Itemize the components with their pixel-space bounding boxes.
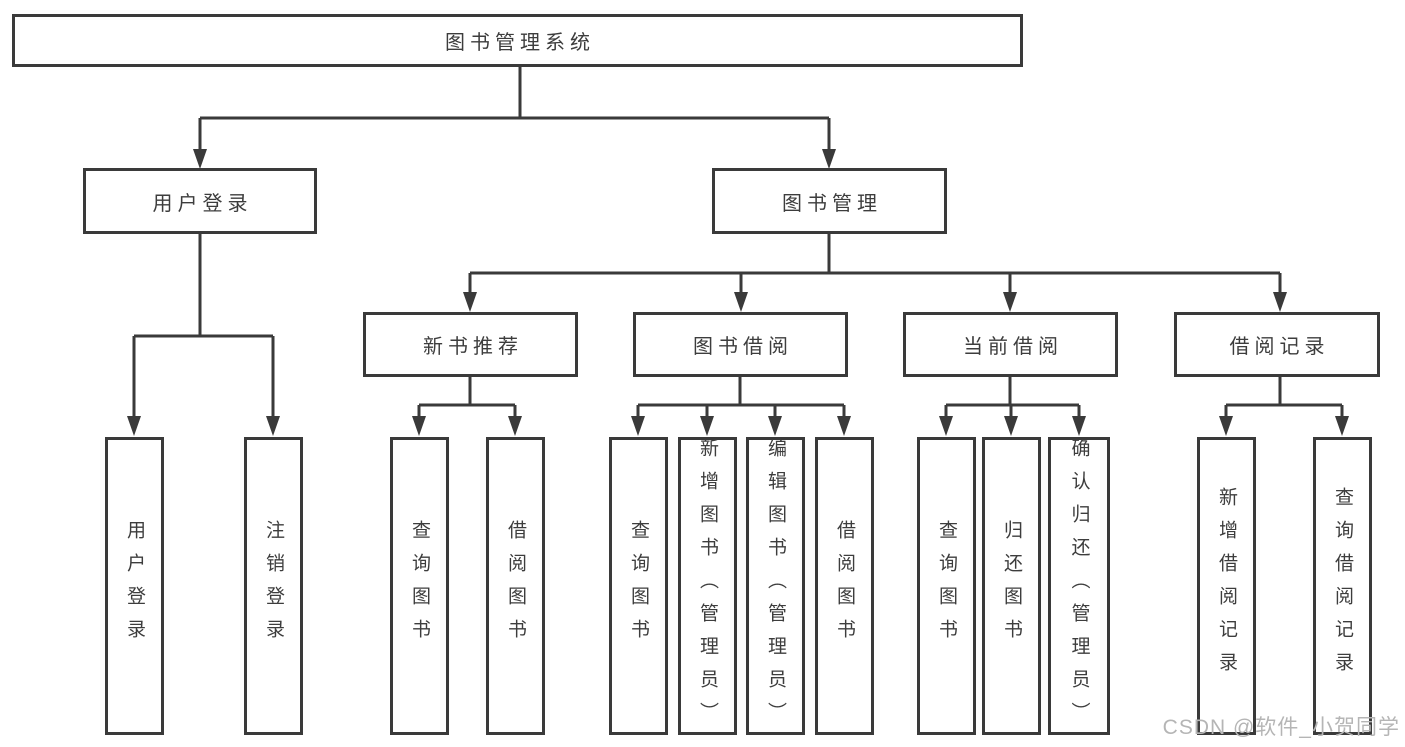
node-label: 图书借阅 [693, 336, 793, 358]
node-library-system-root: 图书管理系统 [12, 14, 1023, 67]
node-book-management: 图书管理 [712, 168, 947, 234]
node-user-login: 用户登录 [83, 168, 317, 234]
node-label: 当前借阅 [963, 336, 1063, 358]
leaf-query-books: 查询图书 [917, 437, 976, 735]
node-new-book-recommend: 新书推荐 [363, 312, 578, 377]
arrowhead-icon [1273, 292, 1287, 312]
leaf-borrow-books: 借阅图书 [486, 437, 545, 735]
arrowhead-icon [822, 149, 836, 169]
node-label: 借阅图书 [505, 520, 526, 652]
leaf-add-borrow-record: 新增借阅记录 [1197, 437, 1256, 735]
node-label: 用户登录 [152, 192, 253, 215]
node-label: 借阅记录 [1229, 336, 1330, 358]
arrowhead-icon [631, 416, 645, 436]
leaf-confirm-return-admin: 确认归还（管理员） [1048, 437, 1110, 735]
arrowheads [127, 149, 1349, 436]
node-label: 用户登录 [124, 520, 145, 652]
node-label: 借阅图书 [834, 520, 855, 652]
arrowhead-icon [700, 416, 714, 436]
node-label: 图书管理系统 [445, 32, 595, 54]
node-borrow-records: 借阅记录 [1174, 312, 1380, 377]
leaf-logout: 注销登录 [244, 437, 303, 735]
node-label: 新增图书（管理员） [697, 437, 718, 735]
leaf-query-books: 查询图书 [609, 437, 668, 735]
node-label: 查询借阅记录 [1332, 487, 1353, 685]
arrowhead-icon [508, 416, 522, 436]
arrowhead-icon [768, 416, 782, 436]
arrowhead-icon [1219, 416, 1233, 436]
arrowhead-icon [266, 416, 280, 436]
arrowhead-icon [734, 292, 748, 312]
node-book-borrowing: 图书借阅 [633, 312, 848, 377]
arrowhead-icon [463, 292, 477, 312]
node-label: 查询图书 [409, 520, 430, 652]
node-label: 注销登录 [263, 520, 284, 652]
arrowhead-icon [412, 416, 426, 436]
node-label: 查询图书 [628, 520, 649, 652]
arrowhead-icon [193, 149, 207, 169]
leaf-edit-books-admin: 编辑图书（管理员） [746, 437, 805, 735]
node-label: 编辑图书（管理员） [765, 437, 786, 735]
node-current-borrowing: 当前借阅 [903, 312, 1118, 377]
arrowhead-icon [1335, 416, 1349, 436]
arrowhead-icon [127, 416, 141, 436]
arrowhead-icon [939, 416, 953, 436]
node-label: 新书推荐 [423, 336, 523, 358]
leaf-query-books: 查询图书 [390, 437, 449, 735]
leaf-add-books-admin: 新增图书（管理员） [678, 437, 737, 735]
node-label: 归还图书 [1001, 520, 1022, 652]
leaf-return-books: 归还图书 [982, 437, 1041, 735]
leaf-borrow-books: 借阅图书 [815, 437, 874, 735]
node-label: 图书管理 [782, 192, 882, 215]
leaf-query-borrow-record: 查询借阅记录 [1313, 437, 1372, 735]
csdn-watermark: CSDN @软件_小贺同学 [1162, 716, 1400, 739]
node-label: 确认归还（管理员） [1068, 437, 1090, 735]
arrowhead-icon [1003, 292, 1017, 312]
node-label: 新增借阅记录 [1216, 487, 1237, 685]
node-label: 查询图书 [936, 520, 957, 652]
arrowhead-icon [1004, 416, 1018, 436]
leaf-user-login: 用户登录 [105, 437, 164, 735]
arrowhead-icon [837, 416, 851, 436]
arrowhead-icon [1072, 416, 1086, 436]
